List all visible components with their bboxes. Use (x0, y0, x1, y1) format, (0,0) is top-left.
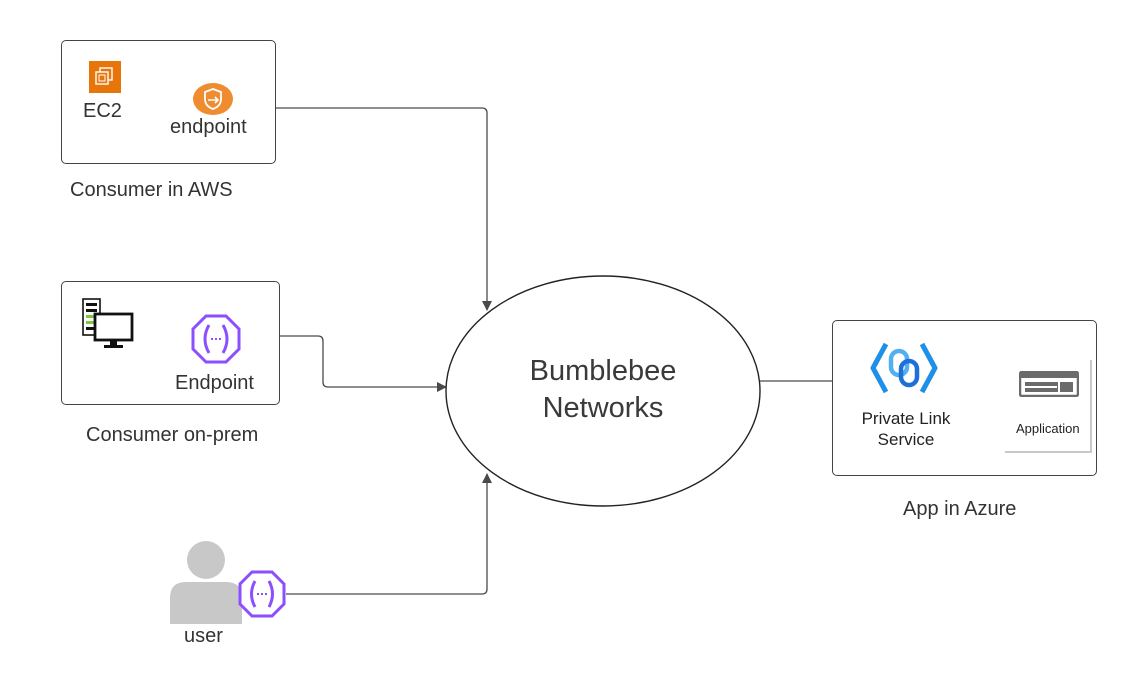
user-endpoint-hexagon-icon (238, 570, 286, 618)
onprem-consumer-caption: Consumer on-prem (86, 424, 259, 446)
application-panel-border (1005, 360, 1092, 453)
application-icon (1018, 370, 1080, 398)
onprem-endpoint-hexagon-icon (191, 314, 241, 364)
connector-aws-to-hub (236, 107, 492, 311)
ec2-icon (89, 61, 121, 93)
pls-label-line1: Private Link (861, 409, 951, 428)
user-label: user (184, 625, 223, 647)
aws-endpoint-label: endpoint (170, 116, 247, 138)
onprem-endpoint-label: Endpoint (175, 372, 254, 394)
aws-consumer-box (61, 40, 276, 164)
aws-consumer-caption: Consumer in AWS (70, 179, 233, 201)
connector-user-to-hub (286, 473, 492, 595)
azure-app-box (832, 320, 1097, 476)
server-desktop-icon (82, 298, 134, 350)
pls-label: Private Link Service (846, 408, 966, 450)
connector-onprem-to-hub (245, 335, 447, 392)
ec2-label: EC2 (83, 100, 122, 122)
user-icon (170, 538, 242, 624)
pls-label-line2: Service (877, 430, 935, 449)
private-link-icon (870, 340, 938, 396)
application-label: Application (1016, 421, 1080, 436)
azure-app-caption: App in Azure (903, 498, 1017, 520)
onprem-consumer-box (61, 281, 280, 405)
hub-label: Bumblebee Networks (503, 353, 703, 427)
hub-label-line1: Bumblebee (529, 355, 677, 387)
hub-label-line2: Networks (542, 392, 664, 424)
vpc-endpoint-icon (193, 83, 233, 115)
